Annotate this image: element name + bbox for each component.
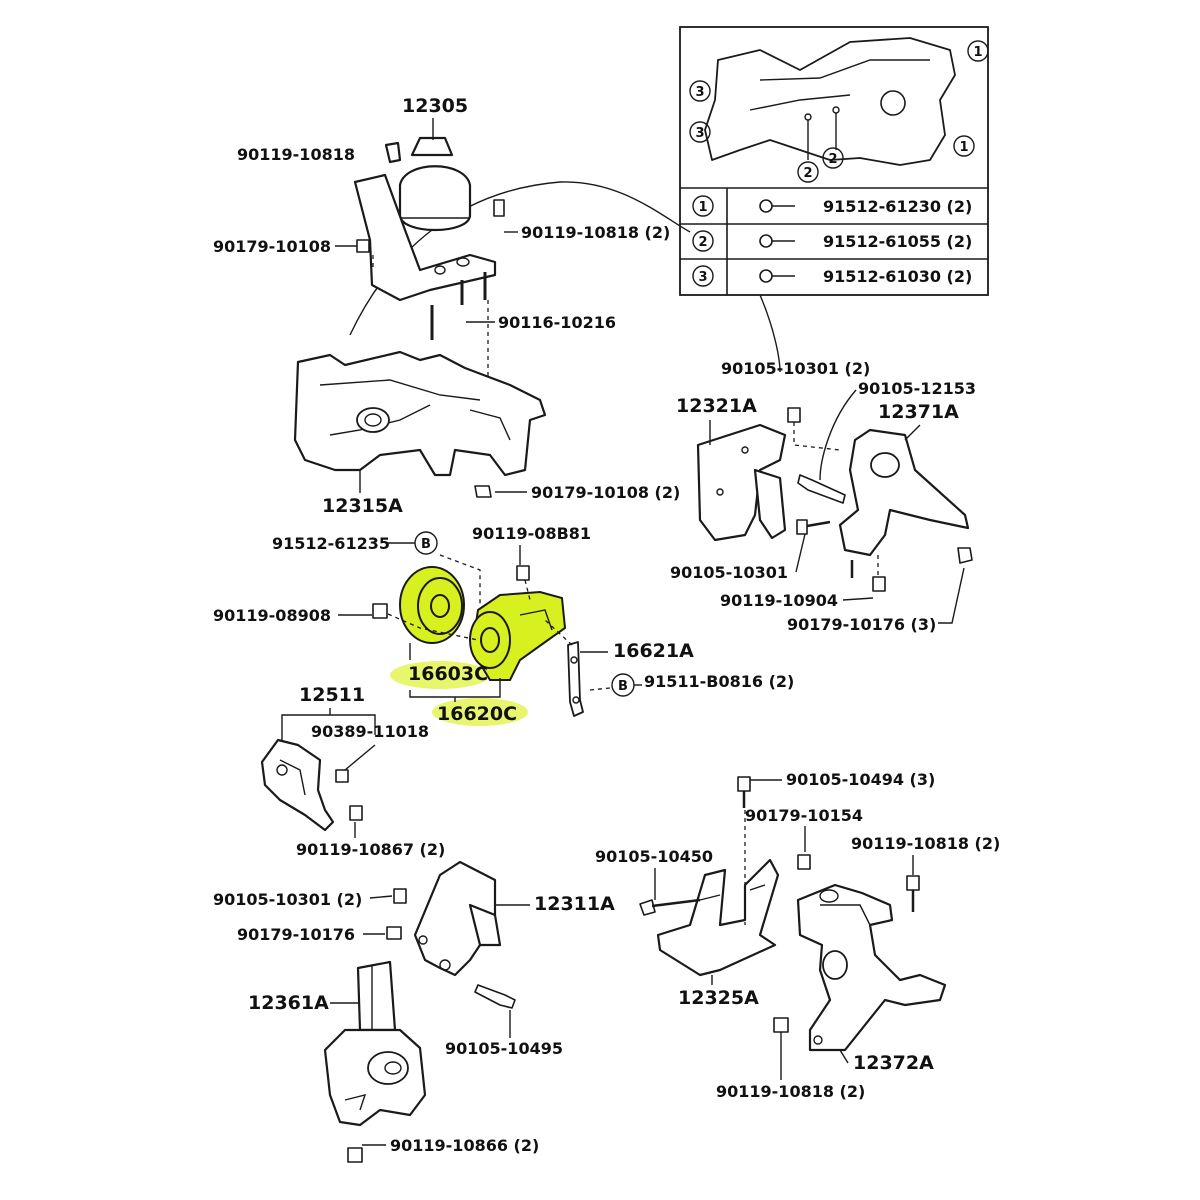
part-16603C-pulley: [399, 566, 465, 644]
transaxle-case-outline: [704, 37, 956, 166]
svg-text:91512-61055 (2): 91512-61055 (2): [823, 232, 972, 251]
label-90119-08908: 90119-08908: [213, 606, 331, 625]
svg-text:B: B: [618, 679, 628, 694]
callout-b-1: [414, 531, 438, 555]
part-12371A-mount: [796, 428, 973, 592]
svg-text:1: 1: [973, 45, 982, 60]
part-12372A-mount: [773, 875, 947, 1052]
svg-text:2: 2: [803, 166, 812, 181]
part-12311A-bracket: [386, 860, 516, 1009]
label-16621A: 16621A: [613, 640, 694, 662]
label-90105-10301-b: 90105-10301 (2): [213, 890, 362, 909]
part-12305-mount: [353, 136, 505, 380]
label-12371A: 12371A: [878, 401, 959, 423]
label-90179-10154: 90179-10154: [745, 806, 863, 825]
label-91511-B0816: 91511-B0816 (2): [644, 672, 794, 691]
label-90119-10904: 90119-10904: [720, 591, 838, 610]
label-12325A: 12325A: [678, 987, 759, 1009]
svg-text:3: 3: [695, 126, 704, 141]
label-90105-10301-2: 90105-10301 (2): [721, 359, 870, 378]
label-12311A: 12311A: [534, 893, 615, 915]
svg-text:2: 2: [698, 235, 707, 250]
label-90119-08B81: 90119-08B81: [472, 524, 591, 543]
label-12321A: 12321A: [676, 395, 757, 417]
inset-callouts: 1 1 3 3 2 2: [689, 40, 989, 183]
svg-text:3: 3: [695, 85, 704, 100]
highlight-glow: [390, 661, 528, 726]
part-12315A-bracket: [293, 350, 547, 498]
part-12511-bracket: [260, 738, 363, 832]
bolt-90119-08B81: [516, 565, 530, 581]
svg-text:2: 2: [828, 152, 837, 167]
legend-row-3: 3 91512-61030 (2): [692, 265, 972, 287]
label-90179-10108-a: 90179-10108: [213, 237, 331, 256]
label-12361A: 12361A: [248, 992, 329, 1014]
svg-text:B: B: [421, 537, 431, 552]
inset-box: [679, 26, 989, 296]
legend-row-1: 1 91512-61230 (2): [692, 195, 972, 217]
label-90105-10450: 90105-10450: [595, 847, 713, 866]
svg-text:91512-61230 (2): 91512-61230 (2): [823, 197, 972, 216]
label-91512-61235: 91512-61235: [272, 534, 390, 553]
label-16620C: 16620C: [437, 703, 517, 725]
label-90116-10216: 90116-10216: [498, 313, 616, 332]
part-16620C-tensioner: [469, 590, 567, 681]
part-12361A-mount: [323, 960, 427, 1163]
label-12511: 12511: [299, 684, 365, 706]
label-90119-10818-d: 90119-10818 (2): [716, 1082, 865, 1101]
label-90105-12153: 90105-12153: [858, 379, 976, 398]
label-90389-11018: 90389-11018: [311, 722, 429, 741]
label-90179-10176-3: 90179-10176 (3): [787, 615, 936, 634]
legend-row-2: 2 91512-61055 (2): [692, 230, 972, 252]
label-90119-10818-a: 90119-10818: [237, 145, 355, 164]
svg-text:91512-61030 (2): 91512-61030 (2): [823, 267, 972, 286]
label-90119-10818-b: 90119-10818 (2): [521, 223, 670, 242]
label-90119-10866: 90119-10866 (2): [390, 1136, 539, 1155]
svg-text:1: 1: [959, 140, 968, 155]
label-90119-10867: 90119-10867 (2): [296, 840, 445, 859]
label-90105-10301: 90105-10301: [670, 563, 788, 582]
svg-text:1: 1: [698, 200, 707, 215]
label-90179-10176: 90179-10176: [237, 925, 355, 944]
label-90119-10818-c: 90119-10818 (2): [851, 834, 1000, 853]
label-16603C: 16603C: [408, 663, 488, 685]
label-90105-10495: 90105-10495: [445, 1039, 563, 1058]
bolt-90119-08908: [372, 603, 388, 619]
label-90179-10108-b: 90179-10108 (2): [531, 483, 680, 502]
svg-text:3: 3: [698, 270, 707, 285]
label-12372A: 12372A: [853, 1052, 934, 1074]
part-16621A-bracket: [567, 641, 584, 717]
label-12315A: 12315A: [322, 495, 403, 517]
label-12305: 12305: [402, 95, 468, 117]
part-12325A-bracket: [639, 776, 811, 977]
label-90105-10494: 90105-10494 (3): [786, 770, 935, 789]
part-12321A-bracket: [696, 407, 841, 542]
